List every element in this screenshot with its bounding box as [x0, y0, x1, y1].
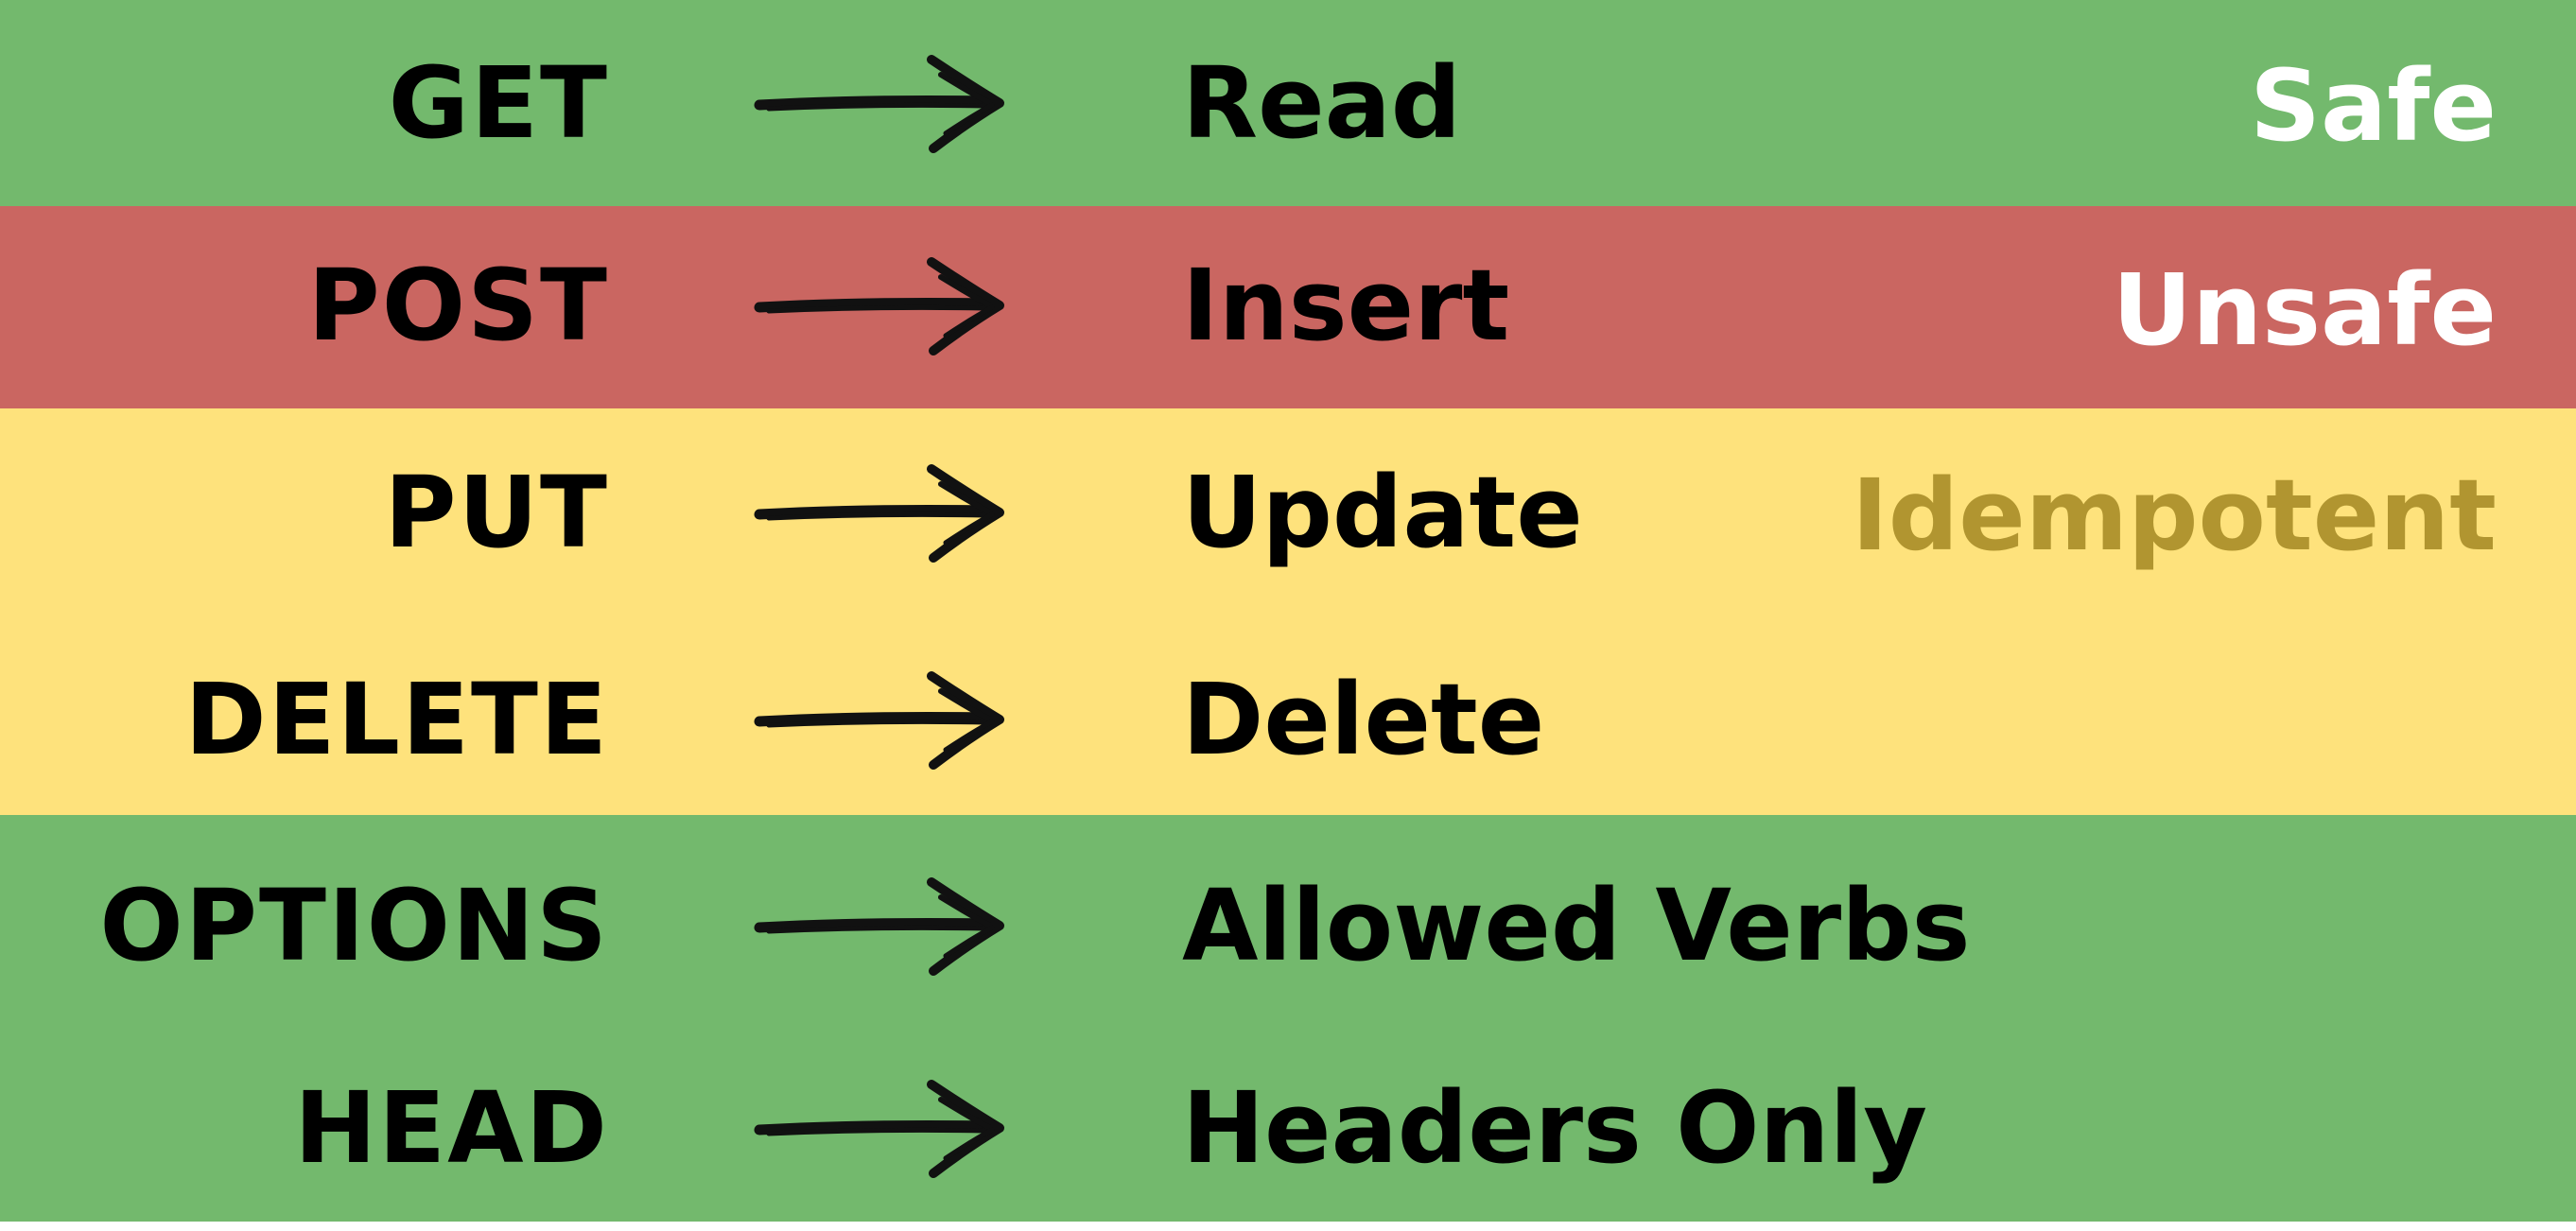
- verb-label: PUT: [384, 455, 609, 570]
- safe-band-bottom: [0, 815, 2576, 1222]
- safe-tag: Safe: [2250, 48, 2497, 164]
- verb-label: POST: [307, 248, 609, 363]
- hand-drawn-arrow-icon: [754, 877, 1004, 976]
- action-label: Delete: [1182, 662, 1545, 777]
- action-label: Insert: [1182, 248, 1510, 363]
- unsafe-band: [0, 206, 2576, 408]
- hand-drawn-arrow-icon: [754, 464, 1004, 563]
- row-head: HEAD Headers Only: [0, 1025, 2576, 1231]
- hand-drawn-arrow-icon: [754, 671, 1004, 770]
- row-get: GET Read: [0, 0, 2576, 206]
- row-post: POST Insert: [0, 202, 2576, 408]
- row-delete: DELETE Delete: [0, 616, 2576, 823]
- action-label: Headers Only: [1182, 1070, 1928, 1186]
- unsafe-tag: Unsafe: [2112, 252, 2497, 368]
- action-label: Allowed Verbs: [1182, 868, 1971, 983]
- hand-drawn-arrow-icon: [754, 1080, 1004, 1178]
- verb-label: GET: [388, 45, 609, 161]
- hand-drawn-arrow-icon: [754, 55, 1004, 153]
- action-label: Read: [1182, 45, 1462, 161]
- verb-label: OPTIONS: [99, 868, 609, 983]
- row-put: PUT Update: [0, 409, 2576, 616]
- hand-drawn-arrow-icon: [754, 257, 1004, 355]
- idempotent-band: [0, 408, 2576, 815]
- safe-band-top: [0, 0, 2576, 206]
- verb-label: HEAD: [294, 1070, 609, 1186]
- action-label: Update: [1182, 455, 1583, 570]
- verb-label: DELETE: [184, 662, 609, 777]
- row-options: OPTIONS Allowed Verbs: [0, 823, 2576, 1029]
- idempotent-tag: Idempotent: [1852, 458, 2497, 573]
